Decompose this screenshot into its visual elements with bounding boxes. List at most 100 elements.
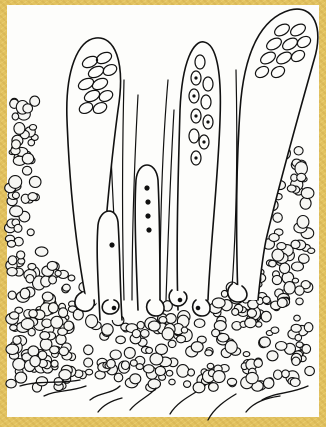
tissue-cell bbox=[42, 292, 53, 301]
tissue-cell bbox=[116, 336, 126, 344]
tissue-cell bbox=[302, 344, 311, 353]
tissue-cell bbox=[59, 308, 68, 318]
tissue-cell bbox=[247, 309, 256, 317]
tissue-cell bbox=[7, 268, 17, 276]
tissue-cell bbox=[295, 334, 302, 341]
ascus-immature-center bbox=[135, 165, 160, 310]
tissue-cell bbox=[12, 113, 19, 120]
tissue-cell bbox=[267, 351, 278, 361]
tissue-cell bbox=[28, 139, 35, 145]
tissue-cell bbox=[26, 275, 34, 283]
tissue-cell bbox=[225, 341, 237, 354]
tissue-cell bbox=[205, 350, 213, 356]
tissue-cell bbox=[269, 260, 277, 267]
tissue-cell bbox=[55, 270, 61, 276]
tissue-cell bbox=[282, 370, 290, 378]
tissue-cell bbox=[22, 153, 33, 164]
tissue-cell bbox=[40, 332, 50, 340]
tissue-cell bbox=[14, 122, 25, 134]
tissue-cell bbox=[169, 379, 175, 385]
tissue-cell bbox=[48, 303, 58, 313]
tissue-cell bbox=[28, 263, 36, 269]
tissue-cell bbox=[12, 140, 21, 149]
tissue-cell bbox=[8, 291, 16, 299]
tissue-cell bbox=[148, 321, 160, 331]
tissue-cell bbox=[274, 370, 283, 379]
tissue-cell bbox=[284, 282, 295, 294]
tissue-cell bbox=[10, 312, 19, 319]
ascus-immature-small bbox=[97, 211, 122, 320]
tissue-cell bbox=[168, 340, 176, 347]
tissue-cell bbox=[148, 379, 160, 389]
tissue-cell bbox=[29, 125, 36, 131]
tissue-cell bbox=[297, 216, 309, 229]
tissue-cell bbox=[51, 316, 63, 328]
tissue-cell bbox=[276, 342, 287, 351]
tissue-cell bbox=[273, 213, 282, 222]
tissue-cell bbox=[84, 358, 93, 367]
tissue-cell bbox=[291, 324, 301, 332]
tissue-cell bbox=[110, 350, 121, 359]
tissue-cell bbox=[27, 229, 34, 236]
tissue-cell bbox=[261, 311, 271, 322]
tissue-cell bbox=[277, 298, 287, 308]
tissue-cell bbox=[194, 319, 205, 328]
tissue-cell bbox=[243, 352, 250, 357]
tissue-cell bbox=[292, 278, 298, 283]
tissue-cell bbox=[277, 243, 286, 250]
tissue-cell bbox=[84, 345, 93, 355]
tissue-cell bbox=[287, 185, 296, 192]
tissue-cell bbox=[50, 346, 59, 354]
tissue-cell bbox=[130, 360, 137, 366]
tissue-cell bbox=[269, 234, 279, 242]
tissue-cell bbox=[188, 369, 195, 376]
tissue-cell bbox=[86, 315, 98, 328]
tissue-cell bbox=[184, 381, 191, 388]
tissue-cell bbox=[292, 357, 300, 365]
tissue-cell bbox=[23, 104, 33, 113]
tissue-cell bbox=[272, 275, 281, 284]
tissue-cell bbox=[259, 337, 270, 347]
tissue-cell bbox=[20, 288, 30, 299]
tissue-cell bbox=[30, 356, 40, 367]
tissue-cell bbox=[294, 315, 301, 321]
tissue-cell bbox=[181, 327, 187, 333]
tissue-cell bbox=[124, 347, 135, 358]
tissue-cell bbox=[68, 275, 75, 281]
tissue-cell bbox=[14, 224, 22, 232]
tissue-cell bbox=[64, 321, 74, 330]
tissue-cell bbox=[207, 363, 214, 369]
tissue-cell bbox=[28, 193, 37, 201]
tissue-cell bbox=[308, 248, 315, 253]
tissue-cell bbox=[6, 344, 19, 354]
tissue-cell bbox=[305, 366, 315, 375]
tissue-cell bbox=[59, 347, 68, 356]
tissue-cell bbox=[155, 366, 165, 375]
tissue-cell bbox=[177, 365, 189, 378]
tissue-cell bbox=[294, 147, 303, 155]
tissue-cell bbox=[121, 361, 129, 370]
tissue-cell bbox=[10, 325, 17, 331]
tissue-cell bbox=[156, 344, 168, 354]
tissue-cell bbox=[107, 359, 116, 368]
tissue-cell bbox=[35, 247, 48, 256]
tissue-cell bbox=[13, 359, 25, 371]
tissue-cell bbox=[36, 377, 47, 386]
tissue-cell bbox=[300, 197, 311, 209]
tissue-cell bbox=[301, 188, 314, 199]
tissue-cell bbox=[212, 298, 225, 308]
tissue-cell bbox=[28, 328, 35, 336]
tissue-cell bbox=[304, 323, 313, 332]
tissue-cell bbox=[245, 318, 256, 328]
tissue-cell bbox=[295, 286, 304, 295]
tissue-cell bbox=[290, 378, 300, 386]
tissue-cell bbox=[8, 256, 17, 265]
tissue-cell bbox=[12, 192, 19, 199]
tissue-cell bbox=[272, 249, 284, 261]
tissue-cell bbox=[291, 240, 300, 248]
tissue-cell bbox=[49, 276, 57, 284]
tissue-cell bbox=[212, 329, 220, 337]
tissue-cell bbox=[28, 346, 39, 356]
tissue-cell bbox=[29, 310, 37, 318]
